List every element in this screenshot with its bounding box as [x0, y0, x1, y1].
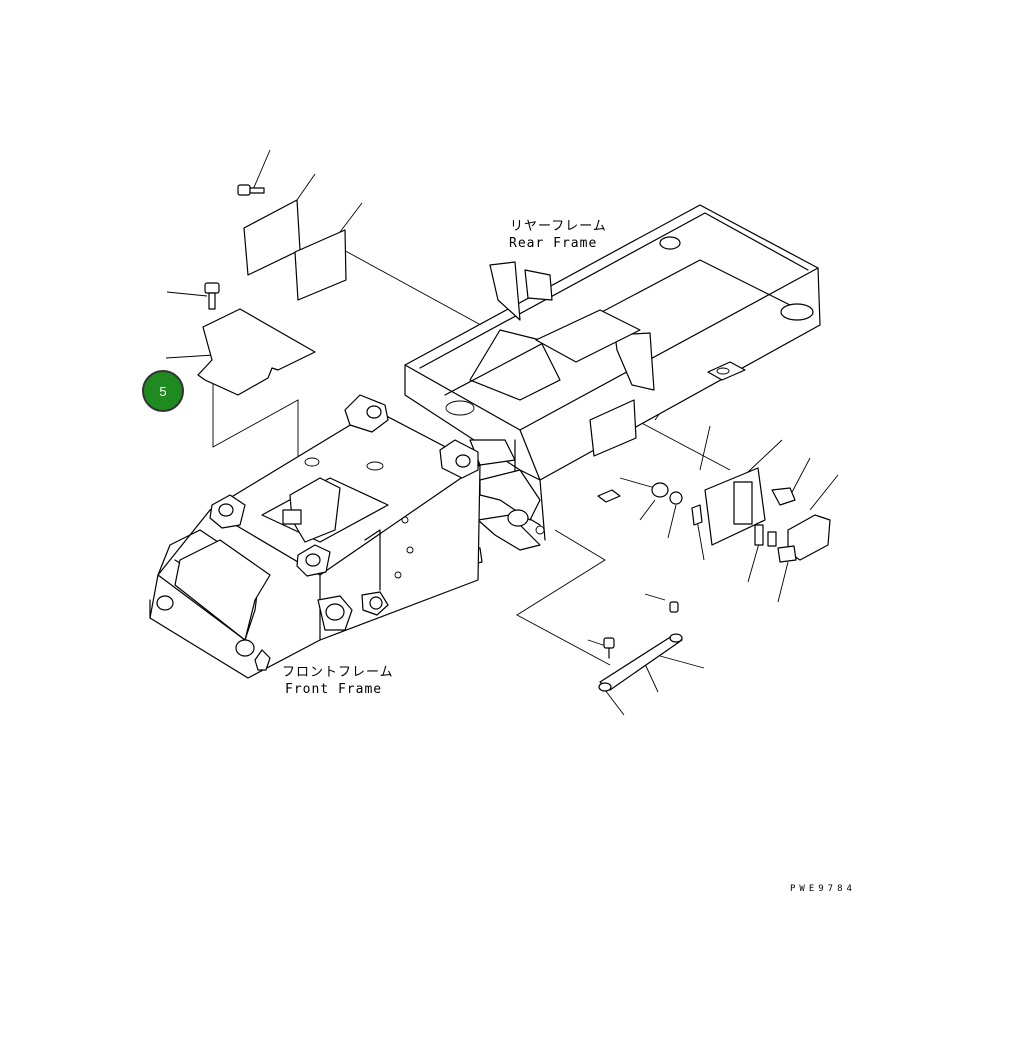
rear-frame-label-en: Rear Frame [509, 236, 598, 251]
side-plate-assembly [651, 467, 831, 563]
rear-frame [404, 204, 821, 541]
cover-plate-parts [197, 184, 347, 396]
drawing-code: PWE9784 [790, 884, 856, 894]
callout-number: 5 [159, 383, 167, 399]
link-bar [598, 601, 683, 692]
callout-badge[interactable]: 5 [142, 370, 184, 412]
front-frame [149, 394, 481, 679]
leader-lines [165, 149, 839, 716]
front-frame-label-jp: フロントフレーム [282, 665, 394, 680]
rear-frame-label-jp: リヤーフレーム [510, 219, 607, 234]
front-frame-label-en: Front Frame [285, 682, 383, 697]
